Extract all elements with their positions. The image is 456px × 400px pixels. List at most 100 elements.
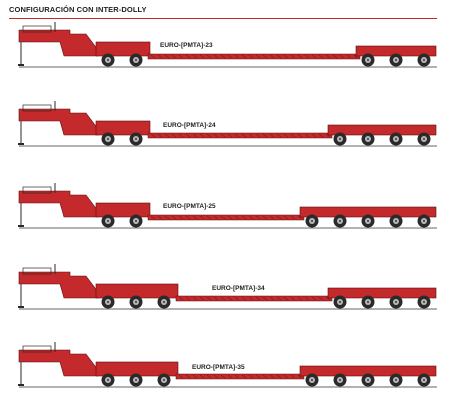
configuration-row: EURO-[PMTA]-34 [0, 262, 456, 322]
deck-rib [227, 54, 233, 59]
deck-rib [311, 54, 317, 59]
deck-rib [311, 296, 317, 301]
deck-rib [255, 133, 261, 138]
wheel-hub-center [366, 219, 370, 223]
gooseneck-rail [22, 25, 52, 33]
support-foot [18, 225, 24, 227]
deck-rib [283, 215, 289, 220]
deck-rib [185, 54, 191, 59]
deck-rib [185, 374, 191, 379]
deck-rib [199, 374, 205, 379]
wheel-hub-center [366, 137, 370, 141]
support-foot [18, 306, 24, 308]
wheel-hub-center [394, 378, 398, 382]
front-bogie [95, 41, 151, 57]
wheel-hub-center [422, 219, 426, 223]
deck-rib [255, 296, 261, 301]
deck-rib [213, 54, 219, 59]
deck-rib [262, 54, 268, 59]
deck-rib [325, 54, 331, 59]
deck-rib [227, 133, 233, 138]
support-foot [18, 143, 24, 145]
deck-rib [178, 133, 184, 138]
wheel-hub-center [310, 219, 314, 223]
deck [175, 295, 333, 302]
deck [147, 214, 305, 221]
wheel-hub-center [162, 378, 166, 382]
deck-rib [192, 374, 198, 379]
configuration-row: EURO-[PMTA]-24 [0, 99, 456, 159]
wheel-hub-center [106, 219, 110, 223]
deck-rib [304, 133, 310, 138]
wheel-hub-center [366, 300, 370, 304]
wheel-hub-center [394, 137, 398, 141]
gooseneck-rail [22, 267, 52, 275]
deck-rib [290, 54, 296, 59]
deck-rib [157, 54, 163, 59]
deck-rib [318, 296, 324, 301]
configuration-row: EURO-[PMTA]-23 [0, 20, 456, 80]
deck-rib [297, 133, 303, 138]
deck-rib [171, 133, 177, 138]
wheel-hub-center [106, 378, 110, 382]
deck-rib [297, 374, 303, 379]
wheel-hub-center [394, 58, 398, 62]
deck-rib [220, 133, 226, 138]
deck-rib [192, 215, 198, 220]
deck-rib [220, 215, 226, 220]
deck-rib [192, 54, 198, 59]
deck-rib [150, 133, 156, 138]
wheel-hub-center [134, 219, 138, 223]
gooseneck [18, 29, 99, 57]
deck-rib [185, 133, 191, 138]
deck-rib [164, 54, 170, 59]
front-bogie [95, 202, 151, 218]
wheel-hub-center [338, 219, 342, 223]
deck-rib [213, 133, 219, 138]
deck-rib [346, 54, 352, 59]
wheel-hub-center [338, 300, 342, 304]
deck-rib [171, 54, 177, 59]
deck-rib [304, 54, 310, 59]
deck-rib [269, 133, 275, 138]
deck-rib [206, 133, 212, 138]
deck-rib [171, 215, 177, 220]
deck-rib [262, 296, 268, 301]
deck-rib [227, 374, 233, 379]
deck-rib [269, 54, 275, 59]
rear-bogie [327, 287, 437, 299]
deck-rib [213, 215, 219, 220]
wheel-hub-center [106, 300, 110, 304]
deck-rib [318, 133, 324, 138]
wheel-hub-center [422, 137, 426, 141]
deck-rib [248, 133, 254, 138]
wheel-hub-center [338, 137, 342, 141]
trailer-drawing [18, 22, 437, 68]
deck-rib [283, 296, 289, 301]
deck-rib [283, 133, 289, 138]
deck-rib [150, 215, 156, 220]
gooseneck-rail [22, 345, 52, 353]
deck-rib [290, 133, 296, 138]
deck-rib [248, 215, 254, 220]
deck-rib [227, 215, 233, 220]
deck-rib [178, 215, 184, 220]
wheel-hub-center [106, 58, 110, 62]
page-title: CONFIGURACIÓN CON INTER-DOLLY [9, 5, 147, 14]
deck-rib [304, 296, 310, 301]
wheel-hub-center [338, 378, 342, 382]
deck-rib [269, 374, 275, 379]
deck-rib [276, 374, 282, 379]
model-label: EURO-[PMTA]-35 [192, 364, 245, 371]
deck-rib [206, 374, 212, 379]
deck-rib [178, 374, 184, 379]
deck-rib [206, 296, 212, 301]
deck-rib [290, 215, 296, 220]
deck-rib [234, 215, 240, 220]
deck-rib [234, 133, 240, 138]
deck-rib [339, 54, 345, 59]
deck-rib [220, 296, 226, 301]
deck-rib [199, 215, 205, 220]
deck-rib [234, 54, 240, 59]
deck-rib [269, 215, 275, 220]
